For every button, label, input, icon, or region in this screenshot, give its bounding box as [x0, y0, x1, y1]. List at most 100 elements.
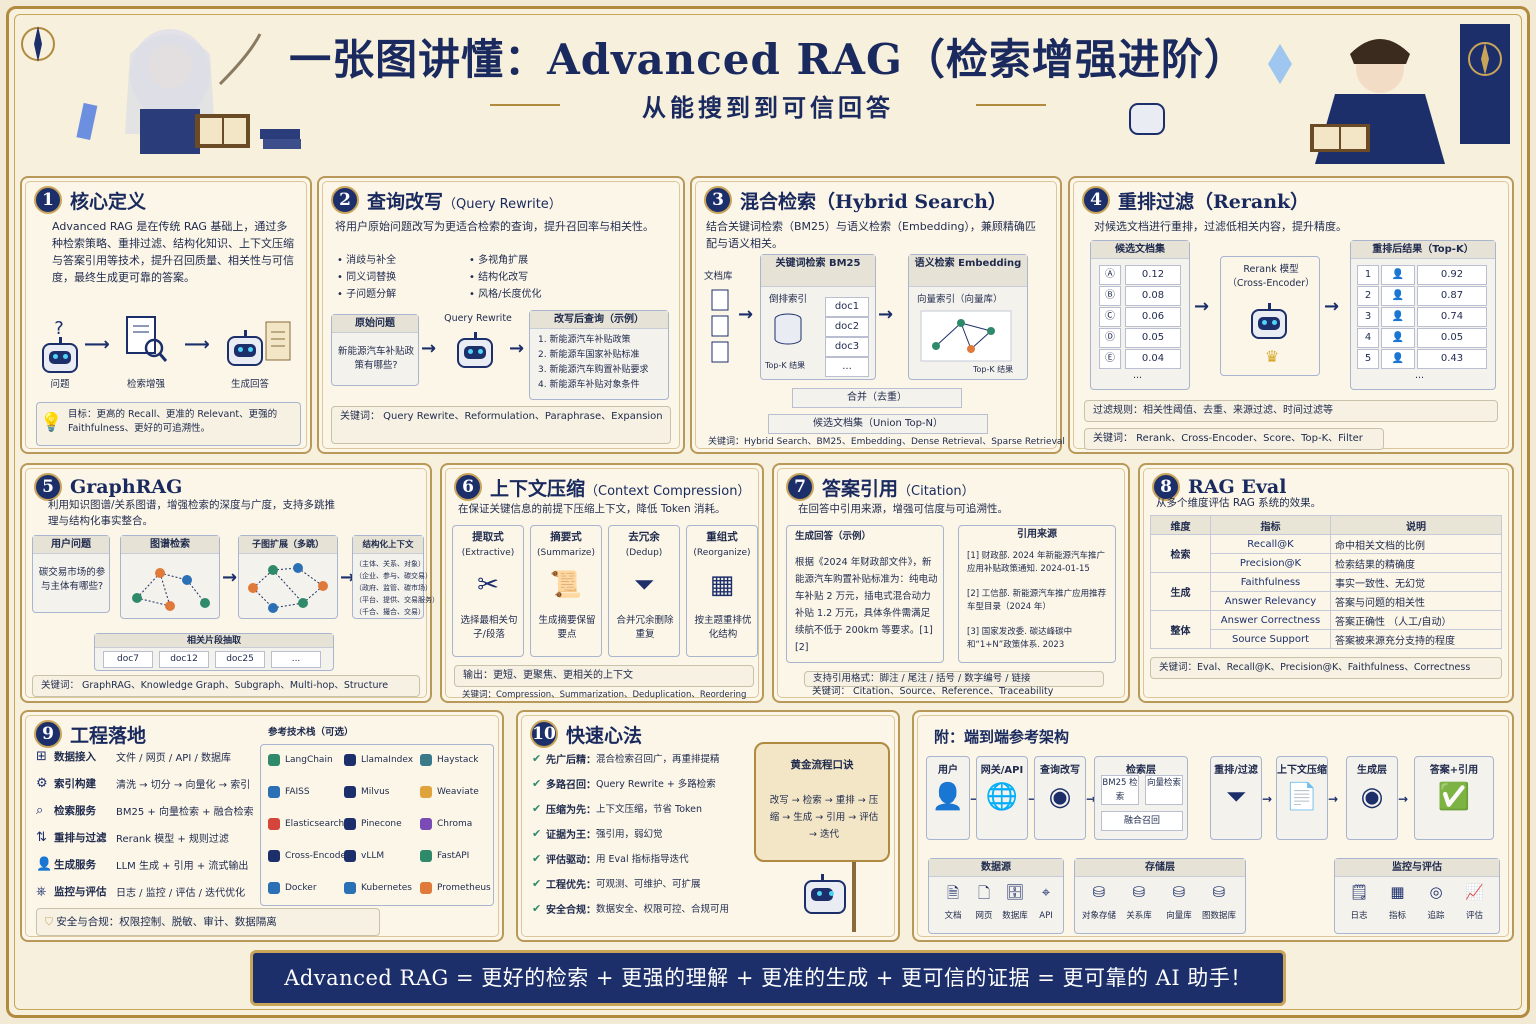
tech-name: vLLM	[361, 851, 385, 861]
inverted-index-label: 倒排索引	[769, 294, 808, 305]
node-label: 用户	[938, 765, 958, 776]
tech-stack-title: 参考技术栈（可选）	[268, 727, 354, 738]
candidate-score: 0.06	[1125, 307, 1181, 327]
topk-label: Top-K 结果	[765, 361, 806, 370]
search-doc-icon	[126, 316, 168, 362]
rerank-desc: 对候选文档进行重排，过滤低相关内容，提升精度。	[1094, 220, 1347, 233]
stage-name: 重排与过滤	[54, 831, 107, 844]
arrow-icon: →	[1194, 296, 1210, 317]
output-box: 输出：更短、更聚焦、更相关的上下文	[454, 665, 754, 687]
original-question-box: 原始问题新能源汽车补贴政策有哪些?	[331, 314, 419, 386]
candidate-letter: Ⓑ	[1099, 286, 1121, 306]
crown-icon: ♛	[1264, 347, 1280, 366]
stage-icon: ⊞	[36, 748, 47, 764]
panel-number: 8	[1152, 473, 1180, 501]
more-indicator: ...	[1415, 370, 1425, 381]
flow-label-retrieval: 检索增强	[126, 379, 165, 390]
compression-method-0: 提取式(Extractive)✂选择最相关句子/段落	[452, 525, 524, 657]
group-label: 指标	[1388, 911, 1406, 921]
method-subtitle: (Summarize)	[537, 548, 595, 558]
panel-title-en: （Citation）	[898, 483, 975, 499]
node-label: 上下文压缩	[1277, 765, 1327, 776]
box-header: 生成回答（示例）	[795, 531, 872, 542]
more-indicator: ...	[1133, 370, 1143, 381]
arch-node: 网关/API🌐	[976, 756, 1028, 840]
tech-name: Haystack	[437, 755, 479, 765]
tech-item: FastAPI	[420, 850, 469, 862]
tech-name: Chroma	[437, 819, 473, 829]
doc-library-label: 文档库	[704, 271, 733, 282]
tech-logo-icon	[420, 882, 432, 894]
stage-name: 数据接入	[54, 750, 96, 763]
panel-number: 6	[454, 473, 482, 501]
method-title: 重组式	[706, 531, 738, 543]
tech-item: vLLM	[344, 850, 384, 862]
merge-dedup: 合并（去重）	[792, 388, 962, 408]
tech-logo-icon	[268, 882, 280, 894]
graph-retrieval-box: 图谱检索	[120, 535, 220, 619]
tech-item: Milvus	[344, 786, 390, 798]
metric-cell: Precision@K	[1210, 553, 1331, 573]
tech-logo-icon	[420, 754, 432, 766]
group-label: 追踪	[1427, 911, 1445, 921]
description-cell: 答案正确性 （人工/自动）	[1330, 610, 1502, 630]
arrow-icon: ⟶	[184, 334, 210, 355]
node-icon: ◉	[1048, 782, 1072, 812]
panel-title-en: （Query Rewrite）	[443, 196, 562, 212]
goal-text: 目标：更高的 Recall、更准的 Relevant、更强的 Faithfuln…	[68, 409, 278, 434]
tech-name: Pinecone	[361, 819, 402, 829]
definition-text: Advanced RAG 是在传统 RAG 基础上，通过多种检索策略、重排过滤、…	[52, 220, 294, 284]
tech-item: Kubernetes	[344, 882, 412, 894]
tip-text: Query Rewrite + 多路检索	[596, 779, 716, 790]
candidate-letter: Ⓔ	[1099, 349, 1121, 369]
doc-item: doc3	[825, 337, 869, 357]
result-rank: 1	[1357, 265, 1379, 285]
candidate-set: 候选文档集（Union Top-N）	[768, 414, 988, 434]
keywords-box: 关键词：Compression、Summarization、Deduplicat…	[462, 690, 747, 700]
context-triple: （主体、关系、对象）	[355, 560, 425, 568]
context-triple: （企业、参与、碳交易）	[355, 572, 432, 580]
semantic-box: 语义检索 Embedding 向量索引（向量库） Top-K 结果	[908, 254, 1028, 380]
tech-logo-icon	[344, 754, 356, 766]
database-icon	[774, 313, 802, 345]
user-icon: 👤	[1381, 328, 1415, 348]
tech-item: Haystack	[420, 754, 479, 766]
data-source-group: 数据源🗎文档🗋网页🗄数据库⌖API	[928, 858, 1064, 934]
retrieval-sub: BM25 检索	[1101, 775, 1139, 805]
arrow-icon: →	[509, 338, 525, 359]
description-cell: 事实一致性、无幻觉	[1330, 572, 1502, 592]
keywords-box: 关键词： Rerank、Cross-Encoder、Score、Top-K、Fi…	[1084, 428, 1384, 450]
box-header: 子图扩展（多跳）	[239, 536, 337, 554]
arrow-icon: →	[1262, 792, 1273, 806]
tech-name: LangChain	[285, 755, 333, 765]
list-item: 子问题分解	[337, 286, 396, 303]
stage-detail: BM25 + 向量检索 + 融合检索	[116, 806, 254, 818]
result-score: 0.87	[1417, 286, 1487, 306]
safety-text: 安全与合规：权限控制、脱敏、审计、数据隔离	[56, 916, 277, 928]
lightbulb-icon: 💡	[40, 412, 63, 433]
tip-text: 数据安全、权限可控、合规可用	[596, 904, 730, 915]
panel-number: 3	[704, 186, 732, 214]
keywords-box: 关键词：Hybrid Search、BM25、Embedding、Dense R…	[708, 437, 1065, 447]
check-icon: ✔	[532, 876, 542, 890]
semantic-title: 语义检索 Embedding	[914, 258, 1022, 269]
tech-logo-icon	[420, 818, 432, 830]
generated-answer-box: 生成回答（示例） 根据《2024 年财政部文件》，新能源汽车购置补贴标准为：纯电…	[786, 525, 944, 663]
rewrite-label: Query Rewrite	[444, 313, 512, 324]
fragment-extraction-box: 相关片段抽取 doc7 doc12 doc25 ...	[94, 633, 334, 671]
node-icon: 👤	[931, 782, 965, 812]
result-rank: 5	[1357, 349, 1379, 369]
group-label: 文档	[944, 911, 962, 921]
hybrid-desc: 结合关键词检索（BM25）与语义检索（Embedding），兼顾精确匹配与语义相…	[706, 220, 1036, 250]
tip-key: 安全合规：	[546, 904, 596, 916]
golden-scroll: 黄金流程口诀 改写 → 检索 → 重排 → 压缩 → 生成 → 引用 → 评估 …	[754, 742, 890, 862]
keywords-box: 关键词： Query Rewrite、Reformulation、Paraphr…	[331, 406, 671, 444]
robot-icon	[1251, 303, 1287, 339]
footer-banner: Advanced RAG = 更好的检索 + 更强的理解 + 更准的生成 + 更…	[250, 950, 1286, 1006]
arrow-icon: →	[1398, 792, 1409, 806]
check-icon: ✔	[532, 851, 542, 865]
tip-text: 用 Eval 指标指导迭代	[596, 854, 689, 865]
